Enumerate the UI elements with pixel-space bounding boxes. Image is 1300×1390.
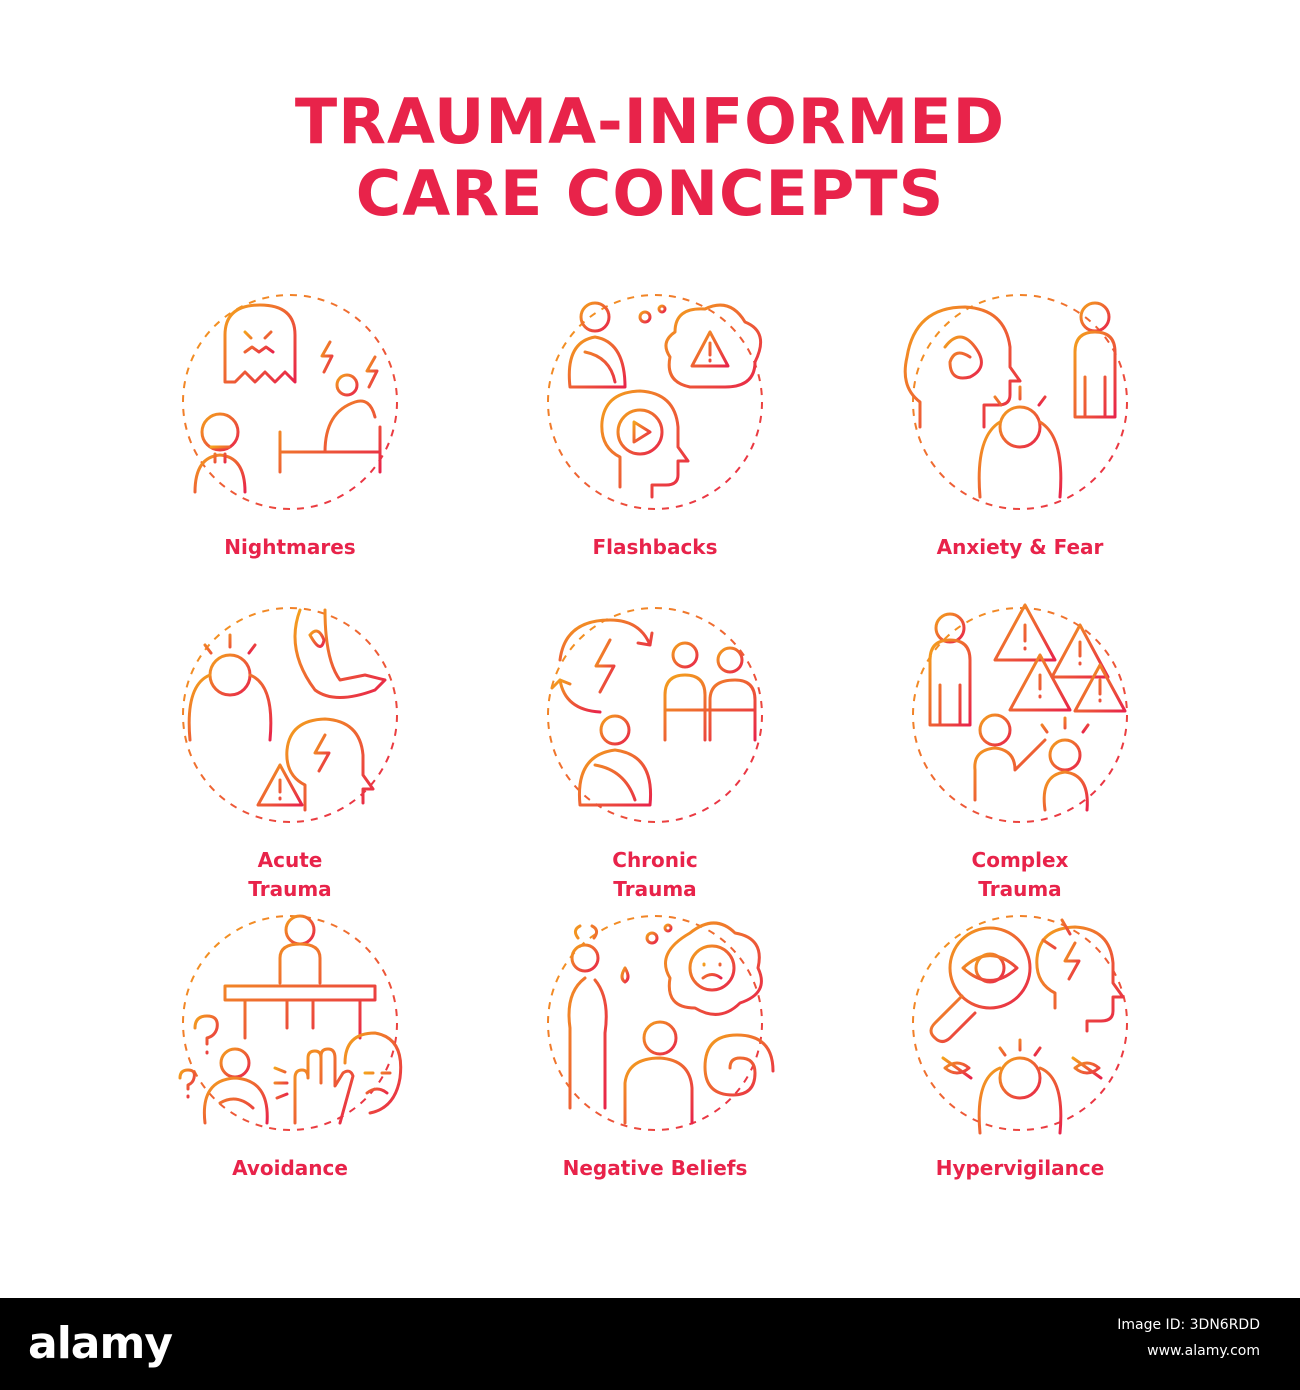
concept-label-avoidance: Avoidance [232, 1156, 348, 1180]
concept-card-chronic-trauma: Chronic Trauma [505, 600, 805, 920]
page-title-line-2: CARE CONCEPTS [355, 157, 945, 230]
image-id-text: Image ID: 3DN6RDD [1117, 1317, 1260, 1333]
page-title-line-1: TRAUMA-INFORMED [294, 85, 1006, 158]
avoidance-icon [175, 908, 405, 1138]
stock-footer: alamy Image ID: 3DN6RDD www.alamy.com [0, 1298, 1300, 1390]
concept-card-acute-trauma: Acute Trauma [140, 600, 440, 920]
site-url-text: www.alamy.com [1147, 1343, 1260, 1359]
concept-label-chronic-trauma: Chronic Trauma [612, 848, 698, 901]
concept-card-negative-beliefs: Negative Beliefs [505, 908, 805, 1228]
poster: TRAUMA-INFORMED CARE CONCEPTS Nightmares [140, 85, 1170, 1228]
flashbacks-icon [540, 287, 770, 517]
concept-label-flashbacks: Flashbacks [592, 535, 718, 559]
concept-card-anxiety-fear: Anxiety & Fear [870, 287, 1170, 607]
concept-label-nightmares: Nightmares [224, 535, 356, 559]
hypervigilance-icon [905, 908, 1135, 1138]
chronic-trauma-icon [540, 600, 770, 830]
concept-label-anxiety-fear: Anxiety & Fear [936, 535, 1104, 559]
concept-card-nightmares: Nightmares [140, 287, 440, 607]
brand-logo: alamy [28, 1318, 173, 1369]
complex-trauma-icon [905, 600, 1135, 830]
negative-beliefs-icon [540, 908, 775, 1138]
concept-card-avoidance: Avoidance [140, 908, 440, 1228]
concept-label-acute-trauma: Acute Trauma [248, 848, 332, 901]
concept-card-flashbacks: Flashbacks [505, 287, 805, 607]
concept-label-negative-beliefs: Negative Beliefs [562, 1156, 748, 1180]
acute-trauma-icon [175, 600, 405, 830]
concept-card-hypervigilance: Hypervigilance [870, 908, 1170, 1228]
concept-label-hypervigilance: Hypervigilance [935, 1156, 1105, 1180]
concept-card-complex-trauma: Complex Trauma [870, 600, 1170, 920]
concept-label-complex-trauma: Complex Trauma [971, 848, 1069, 901]
nightmares-icon [175, 287, 405, 517]
anxiety-fear-icon [903, 287, 1135, 517]
